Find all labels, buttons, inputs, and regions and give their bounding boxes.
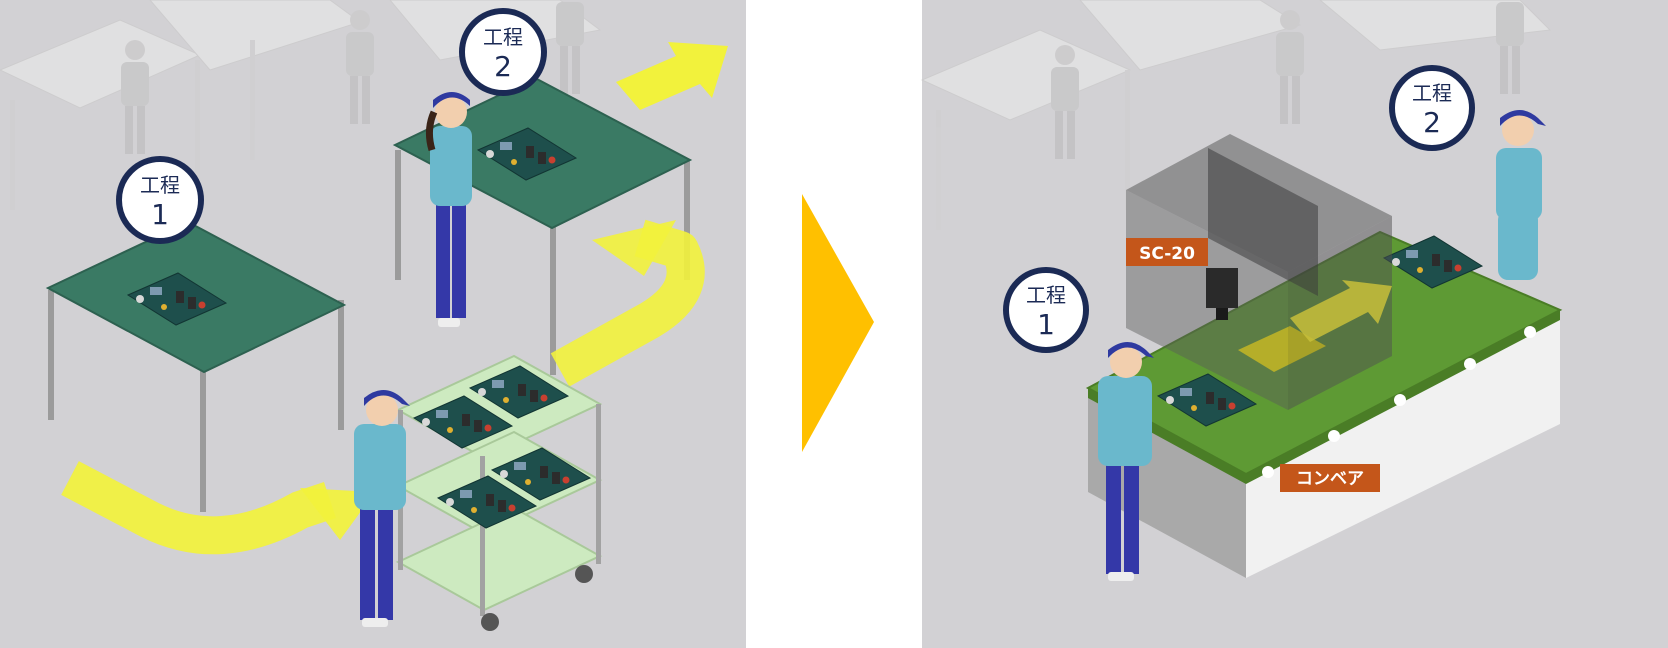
step2-badge-right: 工程 2: [1389, 65, 1475, 151]
step1-right-word: 工程: [1026, 283, 1066, 307]
cart: [395, 354, 603, 631]
step1-badge-right: 工程 1: [1003, 267, 1089, 353]
exit-arrow: [616, 42, 728, 110]
conveyor: [1085, 230, 1563, 578]
step1-number: 1: [151, 198, 169, 231]
conveyor-label: コンベア: [1280, 464, 1380, 492]
step2-right-word: 工程: [1412, 81, 1452, 105]
background-tables-right: [920, 0, 1552, 230]
worker-step2-right: [1496, 110, 1546, 280]
step2-number: 2: [494, 50, 512, 83]
worker-step2: [425, 92, 472, 327]
worker-step1-right: [1098, 342, 1154, 581]
step1-badge: 工程 1: [116, 156, 204, 244]
step1-right-number: 1: [1037, 308, 1055, 341]
step1-word: 工程: [140, 173, 180, 197]
after-panel: SC-20 コンベア 工程 1 工程 2: [920, 0, 1668, 648]
transition-arrow-icon: [802, 194, 874, 452]
before-panel: 工程 1 工程 2: [0, 0, 746, 648]
sc20-device: [1206, 268, 1238, 308]
worker-cart: [354, 390, 410, 627]
device-label-text: SC-20: [1139, 244, 1195, 264]
step2-right-number: 2: [1423, 106, 1441, 139]
device-label: SC-20: [1126, 238, 1208, 266]
flow-arrows: [61, 42, 728, 555]
monitor: [1208, 148, 1318, 296]
background-tables: [0, 0, 602, 210]
conveyor-label-text: コンベア: [1296, 469, 1364, 489]
step2-badge: 工程 2: [459, 8, 547, 96]
step2-word: 工程: [483, 25, 523, 49]
table-step1: [45, 220, 347, 512]
table-step2: [392, 76, 693, 375]
